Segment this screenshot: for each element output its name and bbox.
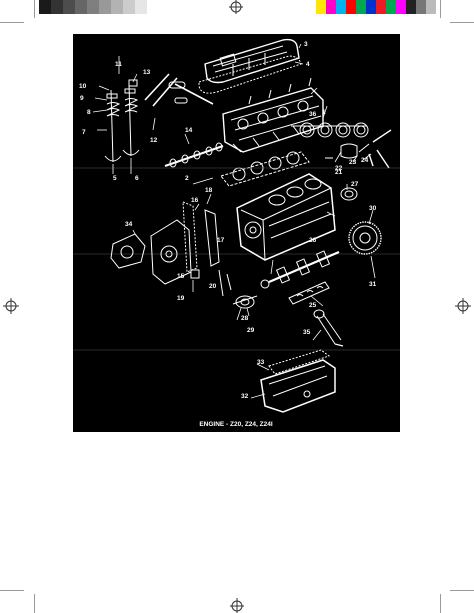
crop-mark-top-right bbox=[440, 0, 441, 18]
cylinder-head bbox=[222, 77, 324, 153]
calibration-swatch bbox=[75, 0, 87, 14]
crank-pulley bbox=[232, 295, 258, 309]
callout-4: 4 bbox=[306, 61, 310, 68]
crankshaft bbox=[260, 250, 340, 289]
calibration-swatch bbox=[356, 0, 366, 14]
calibration-swatch bbox=[99, 0, 111, 14]
crop-mark-bottom-right bbox=[440, 594, 441, 613]
crop-mark-right-bottom bbox=[450, 590, 474, 591]
rocker-cover bbox=[198, 38, 302, 94]
rocker-shaft bbox=[144, 73, 214, 107]
callout-1: 1 bbox=[322, 109, 326, 116]
calibration-swatch bbox=[326, 0, 336, 14]
registration-mark-top bbox=[229, 0, 243, 14]
callout-27: 27 bbox=[351, 181, 359, 188]
registration-mark-bottom bbox=[230, 598, 244, 613]
calibration-swatch bbox=[366, 0, 376, 14]
calibration-swatch bbox=[416, 0, 426, 14]
valve-train bbox=[104, 79, 140, 163]
callout-24: 24 bbox=[361, 157, 369, 164]
callout-9: 9 bbox=[80, 95, 84, 102]
callout-14: 14 bbox=[185, 127, 193, 134]
callout-7: 7 bbox=[82, 129, 86, 136]
calibration-swatch bbox=[147, 0, 159, 14]
calibration-swatch bbox=[111, 0, 123, 14]
callout-3: 3 bbox=[304, 41, 308, 48]
color-calibration-bar bbox=[316, 0, 436, 14]
callout-35: 35 bbox=[303, 329, 311, 336]
calibration-swatch bbox=[346, 0, 356, 14]
rear-oil-seal bbox=[340, 187, 358, 201]
callout-31: 31 bbox=[369, 281, 377, 288]
calibration-swatch bbox=[39, 0, 51, 14]
callout-15: 15 bbox=[177, 273, 185, 280]
calibration-swatch bbox=[135, 0, 147, 14]
calibration-swatch bbox=[396, 0, 406, 14]
calibration-swatch bbox=[123, 0, 135, 14]
callout-12: 12 bbox=[150, 137, 158, 144]
main-bearings bbox=[288, 281, 330, 305]
callout-5: 5 bbox=[113, 175, 117, 182]
engine-block bbox=[236, 173, 336, 261]
leader-lines bbox=[92, 43, 376, 399]
grayscale-calibration-bar bbox=[39, 0, 159, 14]
oil-pan bbox=[260, 349, 336, 413]
registration-mark-left bbox=[3, 298, 19, 314]
calibration-swatch bbox=[386, 0, 396, 14]
engine-illustration: 1 2 3 4 5 6 7 8 9 10 11 12 13 14 15 16 1… bbox=[73, 38, 400, 428]
callout-23: 23 bbox=[349, 159, 357, 166]
calibration-swatch bbox=[336, 0, 346, 14]
crop-mark-bottom-left bbox=[34, 594, 35, 613]
callout-30: 30 bbox=[369, 205, 377, 212]
callout-19: 19 bbox=[177, 295, 185, 302]
camshaft bbox=[164, 142, 224, 168]
crop-mark-left-top bbox=[0, 22, 24, 23]
calibration-swatch bbox=[87, 0, 99, 14]
calibration-swatch bbox=[406, 0, 416, 14]
callout-11: 11 bbox=[115, 61, 122, 68]
connecting-rod bbox=[313, 309, 344, 347]
callout-labels: 1 2 3 4 5 6 7 8 9 10 11 12 13 14 15 16 1… bbox=[79, 41, 377, 400]
calibration-swatch bbox=[63, 0, 75, 14]
callout-26: 26 bbox=[309, 237, 317, 244]
callout-20: 20 bbox=[209, 283, 217, 290]
callout-25: 25 bbox=[309, 302, 317, 309]
callout-2: 2 bbox=[185, 175, 189, 182]
callout-22: 22 bbox=[335, 165, 343, 172]
callout-29: 29 bbox=[247, 327, 255, 334]
callout-21: 21 bbox=[335, 169, 343, 176]
callout-17: 17 bbox=[217, 237, 225, 244]
callout-32: 32 bbox=[241, 393, 249, 400]
callout-34: 34 bbox=[125, 221, 133, 228]
callout-18: 18 bbox=[205, 187, 213, 194]
flywheel bbox=[348, 221, 382, 255]
crop-mark-top-left bbox=[34, 0, 35, 18]
calibration-swatch bbox=[426, 0, 436, 14]
callout-13: 13 bbox=[143, 69, 151, 76]
callout-33: 33 bbox=[257, 359, 265, 366]
crop-mark-left-bottom bbox=[0, 590, 24, 591]
engine-exploded-diagram: 1 2 3 4 5 6 7 8 9 10 11 12 13 14 15 16 1… bbox=[73, 34, 400, 432]
callout-16: 16 bbox=[191, 197, 199, 204]
calibration-swatch bbox=[316, 0, 326, 14]
callout-28: 28 bbox=[241, 315, 249, 322]
pistons bbox=[291, 122, 392, 169]
calibration-swatch bbox=[51, 0, 63, 14]
registration-mark-right bbox=[455, 298, 471, 314]
crop-mark-right-top bbox=[450, 22, 474, 23]
callout-10: 10 bbox=[79, 83, 87, 90]
calibration-swatch bbox=[376, 0, 386, 14]
diagram-caption: ENGINE - Z20, Z24, Z24I bbox=[199, 421, 273, 428]
callout-36: 36 bbox=[309, 111, 317, 118]
callout-6: 6 bbox=[135, 175, 139, 182]
timing-cover bbox=[110, 201, 232, 297]
callout-8: 8 bbox=[87, 109, 91, 116]
